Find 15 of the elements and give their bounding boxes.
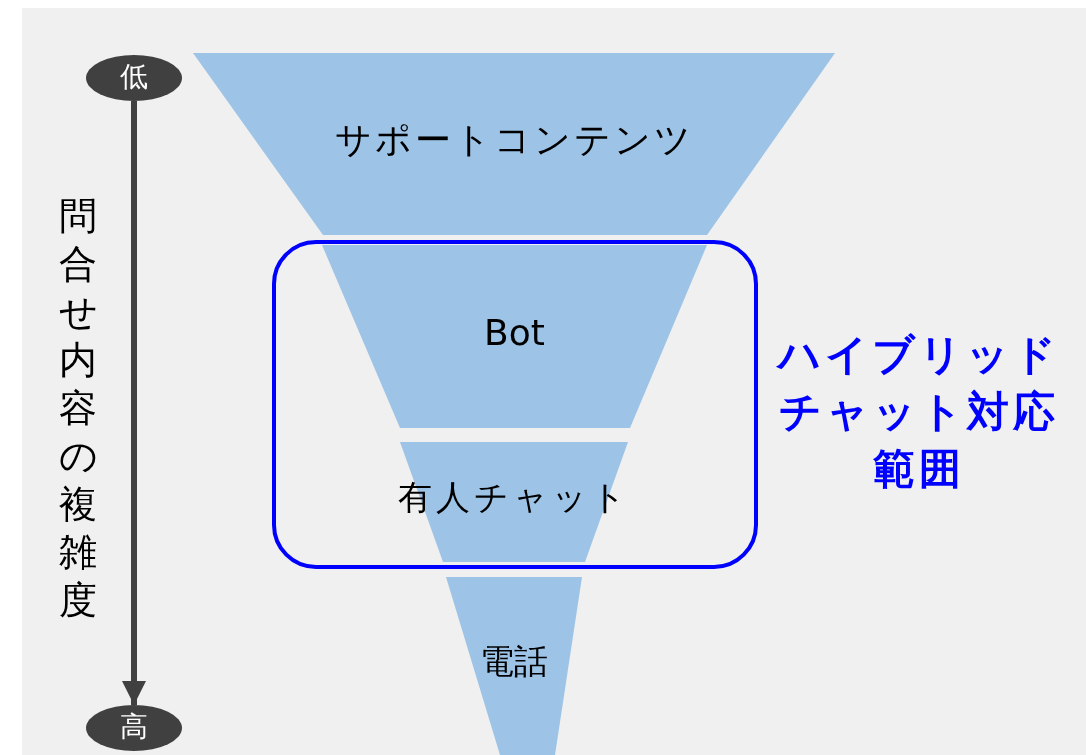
- level-ellipse: [86, 55, 182, 101]
- segment-label: 電話: [480, 640, 548, 683]
- level-label: 高: [120, 709, 148, 745]
- funnel-segment: [193, 53, 835, 235]
- segment-label: 有人チャット: [398, 476, 630, 519]
- arrow: [122, 101, 146, 705]
- funnel-segment: [322, 245, 707, 428]
- level-label: 低: [120, 59, 148, 95]
- segment-label: Bot: [484, 312, 545, 353]
- level-ellipse: [86, 705, 182, 751]
- funnel-segment: [446, 577, 582, 755]
- edge-label: 問合せ内容の複雑度: [58, 193, 98, 624]
- range-caption: ハイブリッドチャット対応範囲: [778, 329, 1060, 495]
- segment-label: サポートコンテンツ: [334, 117, 694, 162]
- funnel-segment: [400, 442, 628, 562]
